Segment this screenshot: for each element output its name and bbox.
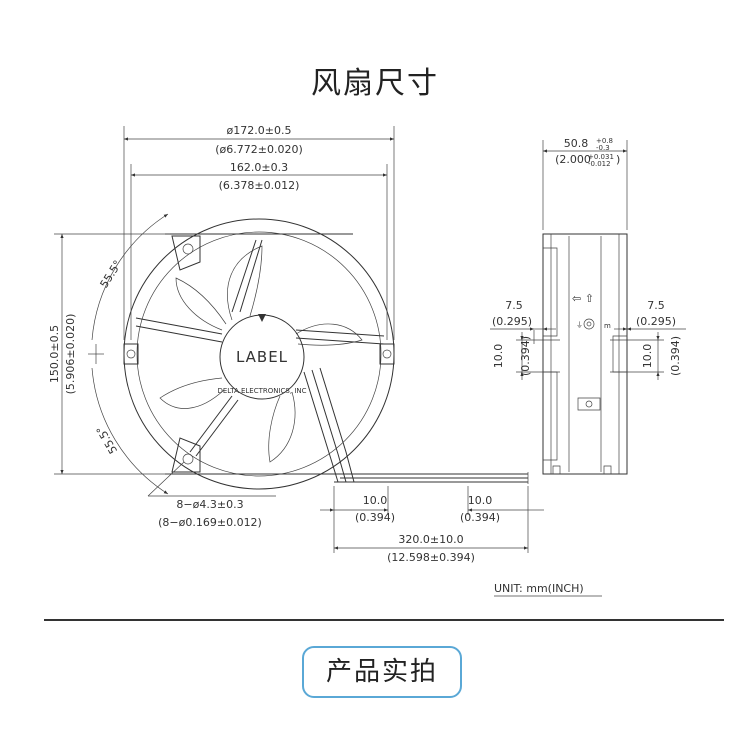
dim-lead-right-text: 10.0 <box>468 494 493 507</box>
dim-angle-bottom-text: 55.5° <box>94 424 120 456</box>
dim-depth-inch-tol-plus: +0.031 <box>588 153 614 161</box>
dim-right-slot-inch-text: (0.394) <box>669 336 682 376</box>
dim-lead-length-inch-text: (12.598±0.394) <box>387 551 475 564</box>
section-divider <box>44 619 724 621</box>
mark-m-icon: m <box>604 322 611 330</box>
front-view: LABEL DELTA ELECTRONICS, INC <box>123 218 529 490</box>
airflow-arrow-icon: ⇦ ⇧ <box>572 292 594 305</box>
dim-angle-top-text: 55.5° <box>98 258 125 290</box>
dim-holes-text: 8−ø4.3±0.3 <box>176 498 243 511</box>
dim-depth-text: 50.8 <box>564 137 589 150</box>
dim-height-inch-text: (5.906±0.020) <box>64 314 77 395</box>
dim-left-offset-inch-text: (0.295) <box>492 315 532 328</box>
dim-side-slots: 10.0 (0.394) 10.0 (0.394) <box>492 332 682 380</box>
unit-text: UNIT: mm(INCH) <box>494 582 584 595</box>
dim-left-offset-text: 7.5 <box>505 299 523 312</box>
dim-depth: 50.8 +0.8 -0.3 (2.000 +0.031 -0.012 ) <box>542 137 628 230</box>
dim-depth-tol-minus: -0.3 <box>596 144 610 152</box>
dim-depth-inch-close: ) <box>616 153 620 166</box>
delta-logo-icon <box>258 314 266 322</box>
dim-leads: 10.0 (0.394) 10.0 (0.394) 320.0±10.0 (12… <box>320 486 544 564</box>
dim-lead-left-inch-text: (0.394) <box>355 511 395 524</box>
dim-left-slot-inch-text: (0.394) <box>519 336 532 376</box>
label-hole-icon <box>583 318 595 330</box>
fan-inner-circle <box>136 231 382 477</box>
dim-width-text: 162.0±0.3 <box>230 161 288 174</box>
dim-right-slot-text: 10.0 <box>641 344 654 369</box>
dim-holes-inch-text: (8−ø0.169±0.012) <box>158 516 262 529</box>
dim-width-inch-text: (6.378±0.012) <box>219 179 300 192</box>
mounting-ear-left <box>123 343 139 365</box>
fan-dimension-drawing: LABEL DELTA ELECTRONICS, INC ø172.0±0.5 … <box>48 124 686 597</box>
dim-height-text: 150.0±0.5 <box>48 325 61 383</box>
fan-blades <box>159 245 363 463</box>
ground-symbol-icon: ⏚ <box>576 321 583 329</box>
side-view: ⇦ ⇧ ⏚ m <box>542 233 628 475</box>
page-title: 风扇尺寸 <box>311 66 439 101</box>
dim-side-offsets: 7.5 (0.295) 7.5 (0.295) <box>490 299 686 344</box>
dim-diameter: ø172.0±0.5 (ø6.772±0.020) <box>123 124 395 340</box>
dim-width: 162.0±0.3 (6.378±0.012) <box>130 161 388 340</box>
dim-depth-tol-plus: +0.8 <box>596 137 613 145</box>
dim-diameter-inch-text: (ø6.772±0.020) <box>215 143 303 156</box>
dim-lead-length-text: 320.0±10.0 <box>398 533 463 546</box>
dim-lead-left-text: 10.0 <box>363 494 388 507</box>
hub-brand-text: DELTA ELECTRONICS, INC <box>217 387 306 395</box>
mounting-ear-bottom-left <box>171 437 201 473</box>
dim-right-offset-inch-text: (0.295) <box>636 315 676 328</box>
dim-diameter-text: ø172.0±0.5 <box>227 124 292 137</box>
mounting-ear-top-left <box>171 235 201 271</box>
hub-label-text: LABEL <box>236 348 288 366</box>
unit-note: UNIT: mm(INCH) <box>494 582 602 597</box>
dim-left-slot-text: 10.0 <box>492 344 505 369</box>
dim-depth-inch-tol-minus: -0.012 <box>588 160 611 168</box>
dim-depth-inch-text: (2.000 <box>555 153 591 166</box>
dim-lead-right-inch-text: (0.394) <box>460 511 500 524</box>
dim-right-offset-text: 7.5 <box>647 299 665 312</box>
dim-height: 150.0±0.5 (5.906±0.020) <box>48 233 170 475</box>
product-photo-button[interactable]: 产品实拍 <box>302 646 462 698</box>
mounting-ear-right <box>379 343 395 365</box>
dim-holes: 8−ø4.3±0.3 (8−ø0.169±0.012) <box>147 461 276 529</box>
dim-angles: 55.5° 55.5° <box>88 213 169 495</box>
